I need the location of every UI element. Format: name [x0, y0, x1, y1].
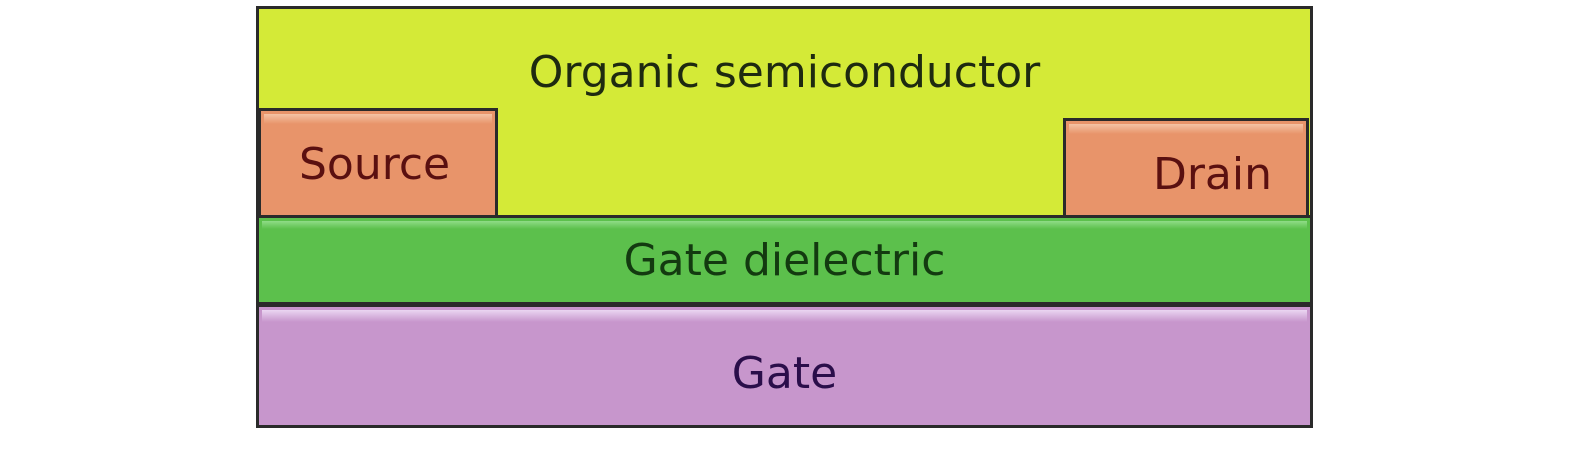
source-electrode: Source: [258, 108, 498, 218]
gate-dielectric-label: Gate dielectric: [623, 234, 946, 286]
gate-layer: Gate: [256, 304, 1313, 428]
drain-label: Drain: [1152, 149, 1272, 200]
source-label: Source: [299, 139, 451, 190]
drain-electrode: Drain: [1063, 118, 1309, 218]
gate-label: Gate: [731, 347, 838, 399]
gate-dielectric-layer: Gate dielectric: [256, 215, 1313, 305]
organic-semiconductor-label: Organic semiconductor: [528, 47, 1041, 98]
